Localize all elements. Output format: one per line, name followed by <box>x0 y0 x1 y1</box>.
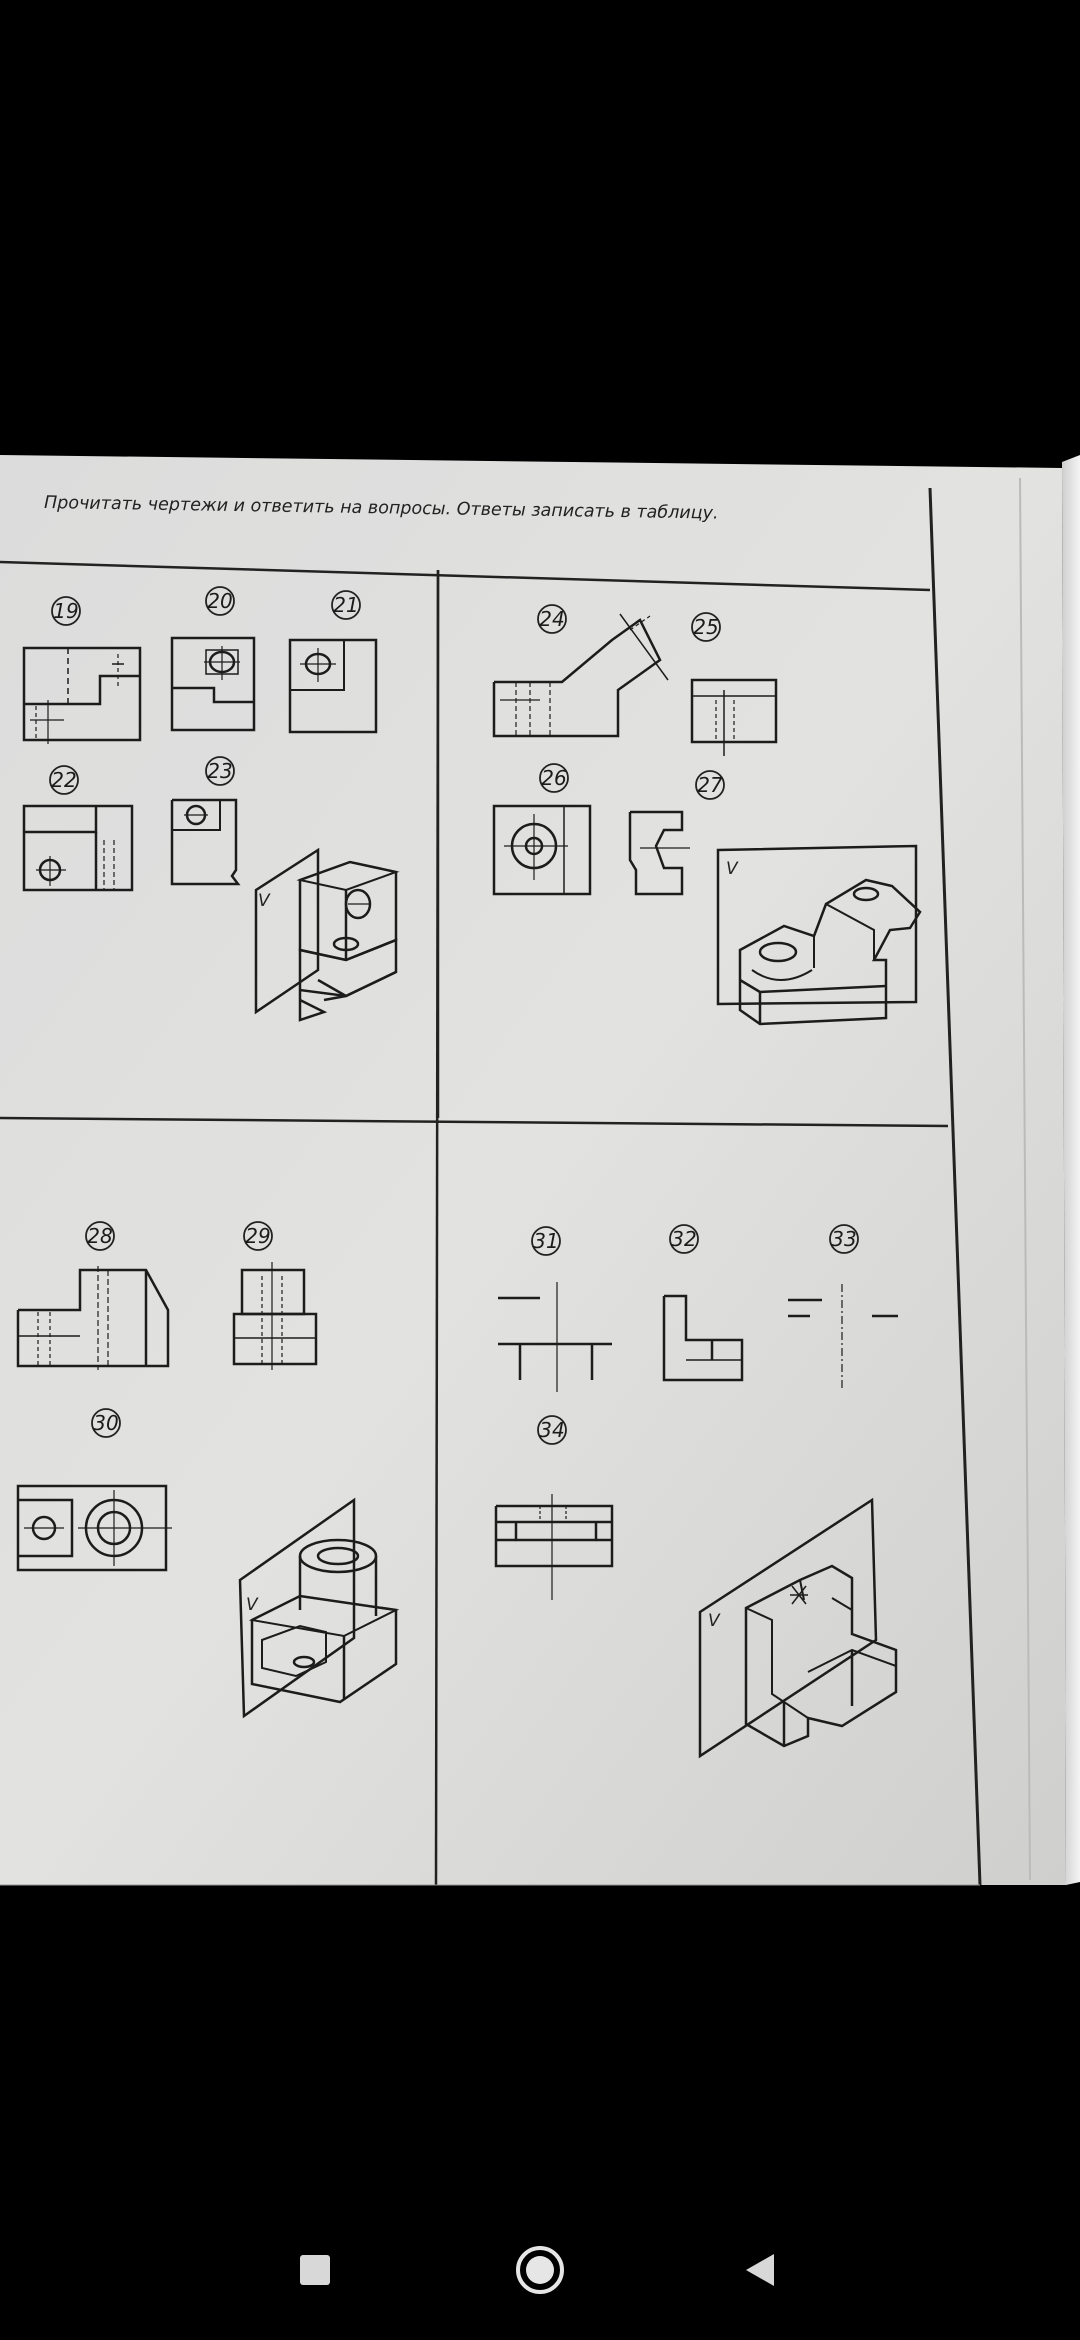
drawing-26 <box>492 804 592 896</box>
quadrant-19-23 <box>22 636 400 1022</box>
svg-text:27: 27 <box>697 773 723 797</box>
plane-label-1: V <box>258 891 271 911</box>
drawing-20 <box>170 636 256 732</box>
paper-sheet <box>0 455 1080 1885</box>
drawing-24 <box>492 613 669 738</box>
plane-labels: V V V V <box>246 859 739 1631</box>
svg-text:30: 30 <box>93 1411 118 1435</box>
isometric-drawing-1 <box>254 847 400 1022</box>
item-number-28: 28 <box>85 1221 115 1251</box>
quadrant-31-34 <box>494 1282 898 1759</box>
back-button[interactable] <box>700 2200 820 2340</box>
svg-text:20: 20 <box>207 589 232 613</box>
svg-text:29: 29 <box>245 1224 270 1248</box>
drawing-26-side <box>628 810 690 896</box>
svg-text:19: 19 <box>53 599 78 623</box>
svg-text:26: 26 <box>541 766 566 790</box>
svg-text:24: 24 <box>539 607 564 631</box>
drawing-29 <box>232 1262 318 1370</box>
drawing-34 <box>494 1494 614 1600</box>
drawing-19 <box>22 646 142 744</box>
navigation-bar <box>0 2200 1080 2340</box>
drawing-21 <box>288 638 378 734</box>
item-number-27: 27 <box>695 770 725 800</box>
plane-label-3: V <box>246 1595 259 1615</box>
svg-text:23: 23 <box>207 759 232 783</box>
isometric-drawing-27 <box>716 844 922 1026</box>
drawing-33 <box>788 1284 898 1390</box>
drawing-23 <box>170 798 241 886</box>
quadrant-28-30 <box>16 1262 400 1719</box>
item-number-26: 26 <box>539 763 569 793</box>
item-number-24: 24 <box>537 604 567 634</box>
item-number-21: 21 <box>331 590 361 620</box>
svg-text:21: 21 <box>333 593 358 617</box>
item-numbers: 19 20 21 22 23 24 25 26 27 28 29 30 31 3… <box>49 586 859 1445</box>
item-number-34: 34 <box>537 1415 567 1445</box>
svg-text:28: 28 <box>87 1224 112 1248</box>
svg-text:22: 22 <box>51 768 76 792</box>
drawing-32 <box>662 1294 744 1382</box>
item-number-32: 32 <box>669 1224 699 1254</box>
home-button[interactable] <box>480 2200 600 2340</box>
item-number-19: 19 <box>51 596 81 626</box>
drawing-30 <box>16 1484 172 1572</box>
item-number-30: 30 <box>91 1408 121 1438</box>
svg-text:32: 32 <box>671 1227 696 1251</box>
recent-apps-icon <box>300 2255 330 2285</box>
page-frame <box>0 487 982 1886</box>
quadrant-24-27 <box>492 613 922 1026</box>
plane-label-2: V <box>726 859 739 879</box>
plane-label-4: V <box>708 1611 721 1631</box>
drawing-28 <box>16 1266 170 1370</box>
item-number-20: 20 <box>205 586 235 616</box>
drawing-25 <box>690 678 778 756</box>
item-number-23: 23 <box>205 756 235 786</box>
svg-text:33: 33 <box>831 1227 856 1251</box>
isometric-drawing-4 <box>698 1497 898 1759</box>
item-number-22: 22 <box>49 765 79 795</box>
item-number-25: 25 <box>691 612 721 642</box>
svg-text:31: 31 <box>533 1229 558 1253</box>
svg-text:34: 34 <box>539 1418 564 1442</box>
item-number-29: 29 <box>243 1221 273 1251</box>
isometric-drawing-3 <box>238 1497 400 1719</box>
drawing-22 <box>22 804 134 892</box>
back-icon <box>746 2254 774 2286</box>
item-number-33: 33 <box>829 1224 859 1254</box>
home-icon <box>516 2246 564 2294</box>
drawing-31 <box>498 1282 612 1392</box>
recent-apps-button[interactable] <box>255 2200 375 2340</box>
item-number-31: 31 <box>531 1226 561 1256</box>
svg-text:25: 25 <box>693 615 718 639</box>
